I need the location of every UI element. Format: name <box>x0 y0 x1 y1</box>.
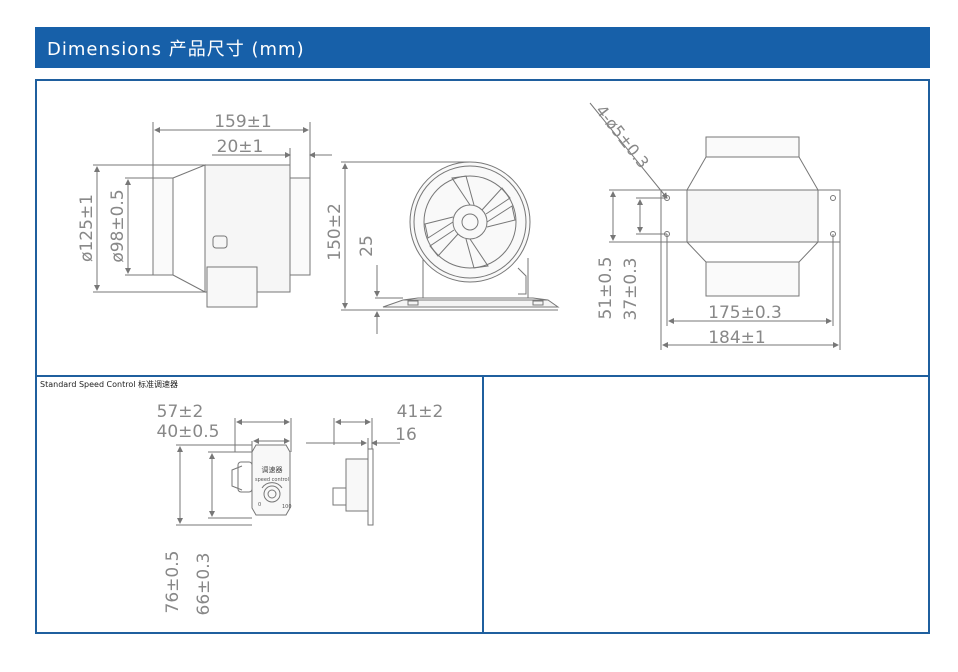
controller-label-cn: 调速器 <box>262 465 283 474</box>
vertical-divider <box>482 375 484 634</box>
dim-overall-width-label: 184±1 <box>708 328 766 348</box>
fan-top-view <box>589 102 841 350</box>
speed-control-title: Standard Speed Control 标准调速器 <box>40 380 179 389</box>
dim-bracket-outer-label: 51±0.5 <box>596 257 616 320</box>
fan-side-view <box>93 122 332 308</box>
controller-front-view <box>176 418 292 526</box>
dim-controller-depth-inner-label: 16 <box>395 425 417 445</box>
dim-outer-diameter-label: ø125±1 <box>77 194 97 262</box>
dim-inner-diameter-label: ø98±0.5 <box>108 189 128 262</box>
dim-height-label: 150±2 <box>325 203 345 261</box>
controller-scale-min: 0 <box>258 502 261 508</box>
dim-base-height-label: 25 <box>357 235 377 257</box>
page-title: Dimensions 产品尺寸 (mm) <box>47 39 305 60</box>
dim-controller-height-inner-label: 66±0.3 <box>194 553 214 616</box>
dim-controller-width-inner-label: 40±0.5 <box>157 422 220 442</box>
dim-controller-depth-outer-label: 41±2 <box>397 402 444 422</box>
page-header: Dimensions 产品尺寸 (mm) <box>35 27 930 68</box>
dim-length-label: 159±1 <box>214 112 272 132</box>
dim-controller-height-outer-label: 76±0.5 <box>163 551 183 614</box>
dim-collar-label: 20±1 <box>217 137 264 157</box>
controller-side-view <box>306 418 400 526</box>
dim-hole-spacing-label: 175±0.3 <box>708 303 782 323</box>
fan-front-view <box>341 161 560 334</box>
controller-scale-max: 100 <box>282 504 292 510</box>
dim-holes-label: 4-ø5±0.3 <box>592 101 653 172</box>
controller-label-en: speed control <box>255 477 289 483</box>
dim-controller-width-outer-label: 57±2 <box>157 402 204 422</box>
dim-bracket-inner-label: 37±0.3 <box>621 258 641 321</box>
